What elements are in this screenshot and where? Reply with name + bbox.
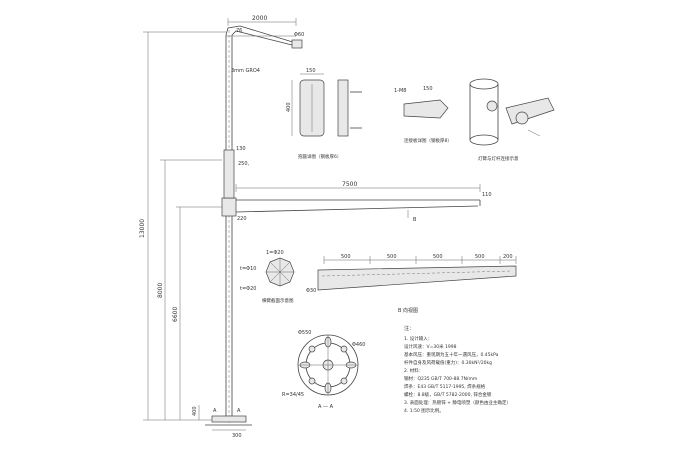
plate-side-view: [337, 79, 349, 137]
arm-dia-label: Φ30: [306, 288, 316, 294]
bolt-label: 1-M8: [394, 88, 406, 94]
bolt-side-dim: 150: [423, 86, 433, 92]
plate-130-label: 130: [236, 146, 246, 152]
plate-caption-left: 抱箍详图（钢板厚6）: [298, 153, 341, 160]
mid-height-label: 8000: [157, 283, 164, 298]
octagon-detail: 1=Φ20 t=Φ10 t=Φ20 横臂截面示意图: [240, 250, 295, 304]
long-arm: 7500 110 220 B: [235, 181, 492, 223]
notes-line-6: 钢材：Q235 GB/T 700-88.7N/mm: [404, 375, 477, 382]
top-arm-dimension: 2000 76 Φ60 3mm GRO4 130 250,: [227, 15, 304, 167]
notes-line-9: 3. 表面处理：热镀锌 + 静电喷塑（颜色由业主确定）: [404, 399, 511, 406]
total-height-label: 13000: [139, 219, 146, 238]
base-height-label: 400: [192, 406, 198, 416]
connection-plate: [403, 99, 449, 119]
connection-sketch: [469, 78, 555, 146]
notes-heading: 注：: [404, 325, 414, 332]
base-width-label: 300: [232, 433, 242, 439]
arm-junction-plate: [221, 197, 237, 217]
flange-detail: Φ550 Φ460 R=34/45 A — A: [282, 330, 365, 410]
arm-top-dia-label: 76: [236, 28, 242, 34]
arm-caption: B 向视图: [398, 307, 418, 314]
octagon-top-label: 1=Φ20: [266, 250, 284, 256]
arm-top-length-label: 2000: [252, 15, 267, 22]
arm-b-view: 500 500 500 500 200 Φ30 B 向视图: [306, 254, 517, 314]
lower-height-label: 6600: [172, 307, 179, 322]
notes-line-1: 1. 设计输入：: [404, 335, 432, 342]
main-pole: [205, 25, 303, 426]
section-a-left: A: [213, 408, 217, 414]
plate-height-label: 400: [286, 102, 292, 112]
flange-outer-dia: Φ550: [298, 330, 311, 336]
flange-section-label: A — A: [318, 404, 334, 410]
flange-bolt-label: R=34/45: [282, 392, 304, 398]
arm-segment-3: 500: [433, 254, 443, 260]
notes-line-2: 设计风速：V=30米 1998: [404, 343, 457, 350]
octagon-left-label: t=Φ10: [240, 266, 256, 272]
section-a-right: A: [237, 408, 241, 414]
long-arm-end-label: 110: [482, 192, 492, 198]
notes-line-3: 基本风压：重现期为五十年一遇风压，0.45kPa: [404, 351, 499, 358]
flange-inner-dia: Φ460: [352, 342, 365, 348]
notes-line-8: 螺栓：8.8级，GB/T 5782-2000, 锌合金镀: [404, 391, 492, 398]
notes-line-7: 焊条：E43 GB/T 5117-1995, 焊条规格: [404, 383, 486, 390]
lamp-head-dia-label: Φ60: [294, 32, 304, 38]
arm-b-shape: [317, 265, 517, 291]
arm-segment-1: 500: [341, 254, 351, 260]
lamp-head: [291, 39, 303, 49]
plate-caption-right: 灯臂与灯杆连接示意: [478, 155, 519, 162]
plate-width-label: 150: [306, 68, 316, 74]
long-arm-length-label: 7500: [342, 181, 357, 188]
upper-note-label: 3mm GRO4: [231, 68, 260, 74]
octagon-bottom-label: t=Φ20: [240, 286, 256, 292]
section-b-label: B: [413, 217, 417, 223]
base-plate: [211, 415, 247, 423]
plate-detail: 150 400 抱箍详图（钢板厚6） 1-M8 150 连接板详图（钢板厚8） …: [286, 68, 555, 162]
arm-segment-4: 500: [475, 254, 485, 260]
plate-caption-mid: 连接板详图（钢板厚8）: [404, 137, 452, 144]
arm-segment-5: 200: [503, 254, 513, 260]
plate-250-label: 250,: [238, 161, 250, 167]
arm-segment-2: 500: [387, 254, 397, 260]
notes-line-5: 2. 材料：: [404, 367, 423, 374]
notes-block: 注： 1. 设计输入： 设计风速：V=30米 1998 基本风压：重现期为五十年…: [404, 325, 511, 414]
notes-line-10: 4. 1:50 图示比例。: [404, 407, 444, 414]
height-dimensions: 13000 8000 6600 400 300 A A: [139, 31, 246, 439]
octagon-caption: 横臂截面示意图: [262, 297, 294, 304]
notes-line-4: 杆件自身及风荷载值(重力)：0.30kN²/20kg: [404, 359, 492, 366]
arm-junction-label: 220: [237, 216, 247, 222]
